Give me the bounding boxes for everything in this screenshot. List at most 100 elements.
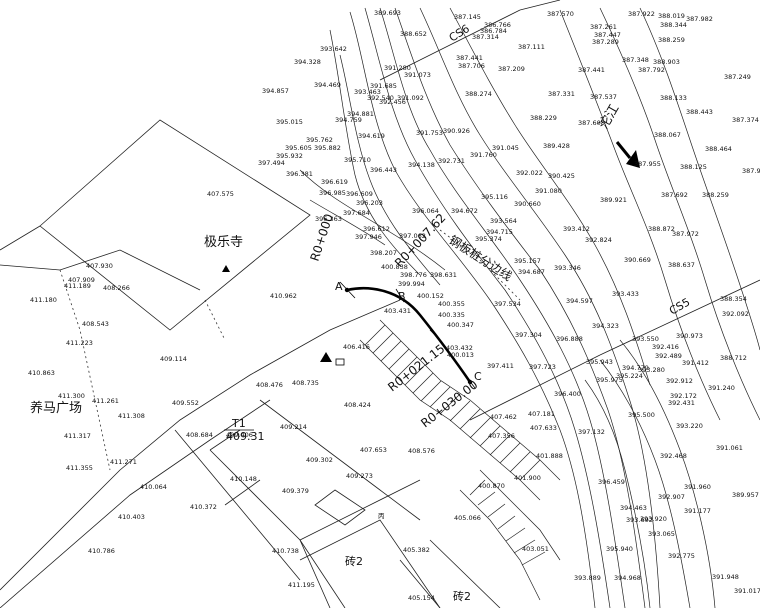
spot-elevation: 407.653	[360, 446, 387, 454]
spot-elevation: 408.424	[344, 401, 371, 409]
spot-elevation: 396.985	[319, 189, 346, 197]
spot-elevation: 387.972	[672, 230, 699, 238]
spot-elevation: 387.982	[686, 15, 713, 23]
spot-elevation: 400.335	[438, 311, 465, 319]
spot-elevation: 407.181	[528, 410, 555, 418]
spot-elevation: 392.731	[438, 157, 465, 165]
temple-icon	[222, 265, 230, 272]
spot-elevation: 388.464	[705, 145, 732, 153]
spot-elevation: 392.172	[670, 392, 697, 400]
spot-elevation: 396.459	[598, 478, 625, 486]
spot-elevation: 390.660	[514, 200, 541, 208]
spot-elevation: 405.066	[454, 514, 481, 522]
spot-elevation: 388.354	[720, 295, 747, 303]
spot-elevation: 394.881	[347, 110, 374, 118]
sheet-pile-alignment	[346, 286, 472, 383]
spot-elevation: 389.693	[374, 9, 401, 17]
spot-elevation: 397.946	[355, 233, 382, 241]
spot-elevation: 394.759	[335, 116, 362, 124]
spot-elevation: 396.888	[556, 335, 583, 343]
spot-elevation: 390.669	[624, 256, 651, 264]
spot-elevation: 387.314	[472, 33, 499, 41]
spot-elevation: 401.900	[514, 474, 541, 482]
spot-elevation: 397.132	[578, 428, 605, 436]
spot-elevation: 393.550	[632, 335, 659, 343]
spot-elevation: 387.441	[578, 66, 605, 74]
spot-elevation: 406.416	[343, 343, 370, 351]
spot-elevation: 388.019	[658, 12, 685, 20]
spot-elevation: 393.463	[354, 88, 381, 96]
spot-elevation: 394.687	[518, 268, 545, 276]
spot-elevation: 391.092	[397, 94, 424, 102]
spot-elevation: 392.907	[658, 493, 685, 501]
spot-elevation: 388.637	[668, 261, 695, 269]
spot-elevation: 403.051	[522, 545, 549, 553]
spot-elevation: 389.921	[600, 196, 627, 204]
spot-elevation: 388.872	[648, 225, 675, 233]
spot-elevation: 396.064	[412, 207, 439, 215]
spot-elevation: 387.692	[661, 191, 688, 199]
spot-elevation: 395.710	[344, 156, 371, 164]
spot-elevation: 392.022	[516, 169, 543, 177]
spot-elevation: 391.760	[470, 151, 497, 159]
spot-elevation: 392.912	[666, 377, 693, 385]
building-label-1: 丙	[378, 512, 385, 520]
spot-elevation: 396.619	[321, 178, 348, 186]
spot-elevation: 394.323	[592, 322, 619, 330]
spot-elevation: 395.116	[481, 193, 508, 201]
spot-elevation: 409.302	[306, 456, 333, 464]
spot-elevation: 387.447	[594, 31, 621, 39]
spot-elevation: 396.203	[356, 199, 383, 207]
temple-label: 极乐寺	[204, 235, 243, 250]
spot-elevation: 400.347	[447, 321, 474, 329]
spot-elevation: 410.786	[88, 547, 115, 555]
spot-elevation: 411.317	[64, 432, 91, 440]
spot-elevation: 400.838	[381, 263, 408, 271]
spot-elevation: 391.017	[734, 587, 760, 595]
spot-elevation: 397.411	[487, 362, 514, 370]
spot-elevation: 393.692	[626, 516, 653, 524]
spot-elevation: 408.735	[292, 379, 319, 387]
spot-elevation: 398.631	[430, 271, 457, 279]
spot-elevation: 411.308	[118, 412, 145, 420]
spot-elevation: 392.092	[722, 310, 749, 318]
spot-elevation: 386.784	[480, 27, 507, 35]
spot-elevation: 395.975	[596, 376, 623, 384]
spot-elevation: 394.463	[620, 504, 647, 512]
spot-elevation: 388.067	[654, 131, 681, 139]
spot-elevation: 403.431	[384, 307, 411, 315]
spot-elevation: 411.261	[92, 397, 119, 405]
spot-elevation: 393.642	[320, 45, 347, 53]
fence-lines	[59, 229, 521, 471]
spot-elevation: 388.259	[658, 36, 685, 44]
spot-elevation: 409.379	[282, 487, 309, 495]
spot-elevation: 400.152	[417, 292, 444, 300]
spot-elevation: 393.280	[638, 366, 665, 374]
spot-elevation: 395.943	[586, 358, 613, 366]
spot-elevation: 410.403	[118, 513, 145, 521]
spot-elevation: 393.065	[648, 530, 675, 538]
spot-elevation: 388.125	[680, 163, 707, 171]
spot-elevation: 411.180	[30, 296, 57, 304]
spot-elevation: 393.433	[612, 290, 639, 298]
spot-elevation: 410.148	[230, 475, 257, 483]
spot-elevation: 394.857	[262, 87, 289, 95]
spot-elevation: 392.431	[668, 399, 695, 407]
spot-elevation: 387.917	[742, 167, 760, 175]
spot-elevation: 407.909	[68, 276, 95, 284]
spot-elevation: 392.775	[668, 552, 695, 560]
spot-elevation: 389.428	[543, 142, 570, 150]
spot-elevation: 409.552	[172, 399, 199, 407]
spot-elevation: 395.500	[628, 411, 655, 419]
spot-elevation: 397.494	[258, 159, 285, 167]
spot-elevation: 392.456	[379, 98, 406, 106]
spot-elevation: 407.462	[490, 413, 517, 421]
spot-elevation: 387.261	[590, 23, 617, 31]
spot-elevation: 396.400	[554, 390, 581, 398]
spot-elevation: 388.443	[686, 108, 713, 116]
spot-elevation: 393.220	[676, 422, 703, 430]
spot-elevation: 396.443	[370, 166, 397, 174]
spot-elevation: 395.605	[285, 144, 312, 152]
spot-elevation: 401.888	[536, 452, 563, 460]
